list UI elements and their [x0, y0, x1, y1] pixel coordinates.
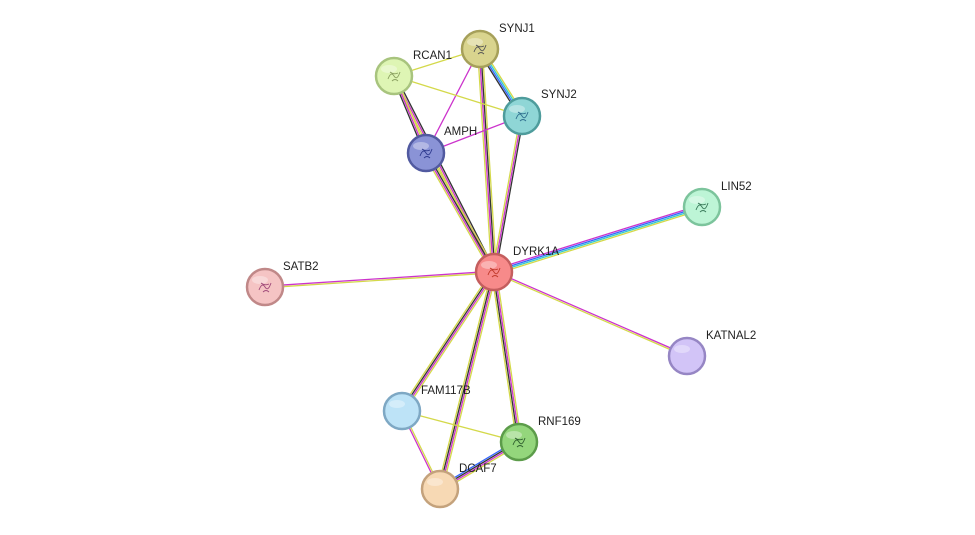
node-lin52[interactable]: LIN52	[682, 181, 752, 227]
node-circle[interactable]	[420, 469, 460, 509]
edge-evidence-line	[402, 271, 496, 413]
edge-evidence-line	[401, 410, 520, 443]
edge-rcan1-synj2[interactable]	[393, 75, 523, 117]
edge-evidence-line	[493, 270, 688, 356]
node-circle[interactable]	[667, 336, 707, 376]
edge-evidence-line	[480, 48, 496, 273]
node-synj2[interactable]: SYNJ2	[502, 89, 577, 136]
edge-evidence-line	[264, 272, 495, 289]
edge-synj1-amph[interactable]	[425, 48, 481, 154]
node-highlight	[389, 400, 405, 408]
node-highlight	[381, 65, 397, 73]
protein-structure-icon	[515, 111, 529, 122]
node-label: SYNJ2	[541, 89, 577, 101]
edge-evidence-line	[476, 48, 493, 273]
edge-evidence-line	[423, 153, 493, 274]
edge-evidence-line	[400, 270, 494, 412]
node-circle[interactable]	[382, 391, 422, 431]
node-label: SYNJ1	[499, 23, 535, 35]
edge-dyrk1a-fam117b[interactable]	[399, 270, 497, 413]
edge-evidence-line	[478, 48, 494, 273]
edge-evidence-line	[426, 151, 496, 273]
edge-evidence-line	[492, 204, 702, 271]
edge-evidence-line	[491, 115, 522, 273]
node-highlight	[413, 142, 429, 150]
edge-dyrk1a-satb2[interactable]	[264, 270, 495, 289]
node-satb2[interactable]: SATB2	[245, 261, 319, 307]
edge-evidence-line	[427, 151, 497, 272]
edge-evidence-line	[493, 115, 523, 273]
edge-evidence-line	[493, 205, 703, 272]
edge-evidence-line	[494, 208, 704, 275]
protein-structure-icon	[387, 71, 401, 82]
edge-evidence-line	[493, 272, 688, 358]
node-rnf169[interactable]: RNF169	[499, 416, 581, 462]
edge-evidence-line	[393, 75, 523, 117]
edge-evidence-line	[438, 271, 494, 490]
edge-evidence-line	[494, 115, 525, 273]
edge-evidence-line	[403, 272, 497, 413]
edge-evidence-line	[437, 270, 493, 490]
node-dcaf7[interactable]: DCAF7	[420, 463, 497, 509]
edge-evidence-line	[425, 48, 481, 154]
node-amph[interactable]: AMPH	[406, 126, 477, 173]
protein-structure-icon	[512, 437, 526, 448]
edge-evidence-line	[394, 74, 497, 272]
edge-evidence-line	[393, 75, 495, 273]
edge-evidence-line	[264, 270, 495, 287]
edge-evidence-line	[441, 271, 497, 491]
edge-evidence-line	[399, 270, 493, 411]
node-fam117b[interactable]: FAM117B	[382, 385, 471, 431]
node-label: SATB2	[283, 261, 319, 273]
node-label: RNF169	[538, 416, 581, 428]
edge-dyrk1a-lin52[interactable]	[492, 204, 704, 275]
edge-dyrk1a-katnal2[interactable]	[493, 270, 688, 358]
protein-structure-icon	[419, 148, 433, 159]
node-highlight	[467, 38, 483, 46]
protein-structure-icon	[473, 44, 487, 55]
node-highlight	[674, 345, 690, 353]
edge-evidence-line	[495, 271, 523, 443]
node-label: RCAN1	[413, 50, 452, 62]
edge-evidence-line	[440, 271, 496, 490]
node-highlight	[506, 431, 522, 439]
node-label: KATNAL2	[706, 330, 756, 342]
protein-structure-icon	[695, 202, 709, 213]
node-synj1[interactable]: SYNJ1	[460, 23, 535, 69]
edge-evidence-line	[493, 207, 703, 274]
edge-dyrk1a-amph[interactable]	[423, 151, 497, 274]
node-label: DYRK1A	[513, 246, 559, 258]
protein-structure-icon	[258, 282, 272, 293]
protein-structure-icon	[487, 267, 501, 278]
edge-dyrk1a-synj2[interactable]	[491, 115, 525, 273]
node-rcan1[interactable]: RCAN1	[374, 50, 452, 96]
edge-dyrk1a-dcaf7[interactable]	[437, 270, 497, 491]
node-highlight	[252, 276, 268, 284]
node-katnal2[interactable]: KATNAL2	[667, 330, 756, 376]
node-highlight	[427, 478, 443, 486]
node-label: DCAF7	[459, 463, 497, 475]
edge-evidence-line	[481, 48, 498, 273]
edge-evidence-line	[492, 271, 519, 443]
node-label: LIN52	[721, 181, 752, 193]
edge-evidence-line	[424, 152, 494, 274]
node-dyrk1a[interactable]: DYRK1A	[474, 246, 559, 292]
node-highlight	[481, 261, 497, 269]
edge-fam117b-rnf169[interactable]	[401, 410, 520, 443]
edge-evidence-line	[490, 271, 518, 443]
edge-dyrk1a-synj1[interactable]	[476, 48, 498, 273]
node-label: FAM117B	[421, 385, 471, 397]
node-highlight	[509, 105, 525, 113]
edge-dyrk1a-rnf169[interactable]	[490, 271, 523, 443]
node-label: AMPH	[444, 126, 477, 138]
node-highlight	[689, 196, 705, 204]
edge-evidence-line	[494, 271, 521, 443]
